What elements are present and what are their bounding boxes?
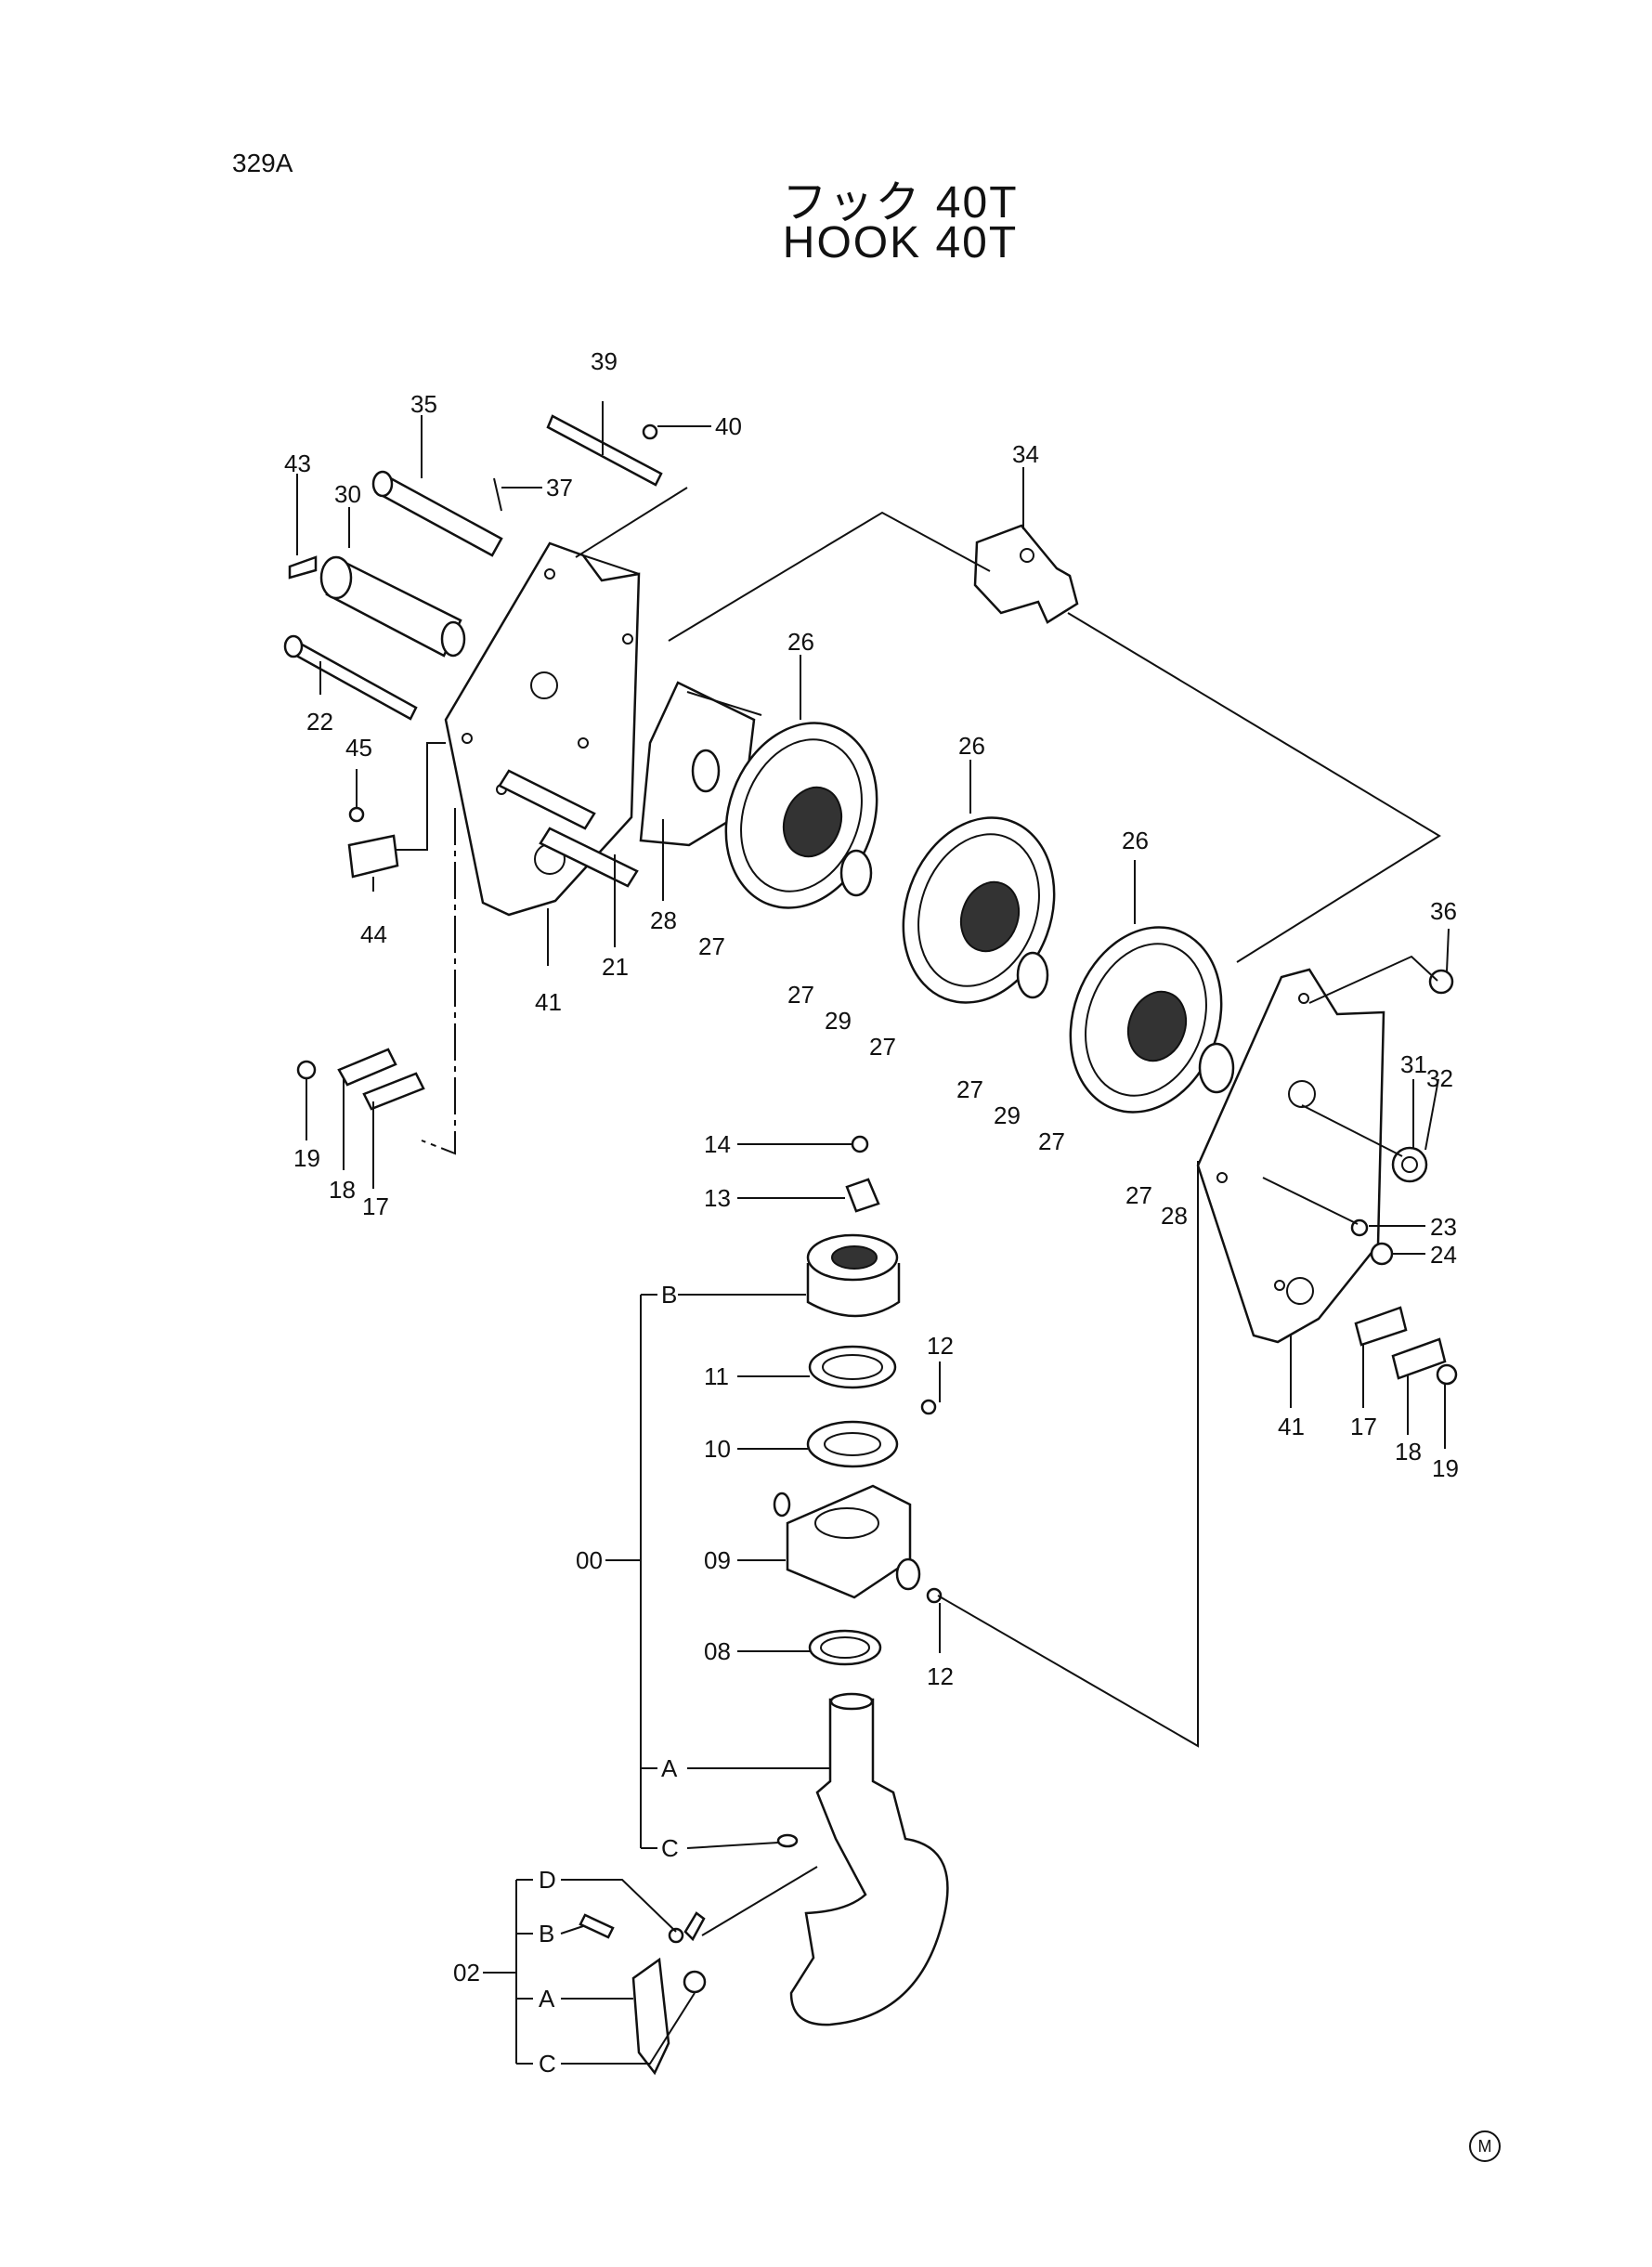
callout-09: 09 (704, 1546, 731, 1574)
callout-12-top: 12 (927, 1332, 954, 1360)
callout-26-a: 26 (787, 628, 814, 656)
callout-28-right: 28 (1161, 1202, 1188, 1230)
callout-35: 35 (410, 390, 437, 418)
callout-30: 30 (334, 480, 361, 508)
callout-02-D: D (539, 1866, 556, 1894)
callout-34: 34 (1012, 440, 1039, 468)
callout-02: 02 (453, 1959, 480, 1987)
hook-stack (773, 1135, 949, 2026)
callout-10: 10 (704, 1435, 731, 1463)
callout-21: 21 (602, 953, 629, 981)
callout-22: 22 (306, 708, 333, 736)
callout-39: 39 (591, 347, 618, 375)
callout-43: 43 (284, 449, 311, 477)
callout-27-c: 27 (869, 1033, 896, 1061)
pins-and-bolts-left (283, 414, 663, 888)
sheave-1 (691, 722, 878, 909)
callout-26-c: 26 (1122, 827, 1149, 854)
callout-41-right: 41 (1278, 1413, 1305, 1440)
callout-27-d: 27 (956, 1075, 983, 1103)
leader-lines (296, 401, 1450, 2065)
page-number: 329A (232, 149, 293, 177)
callout-B: B (661, 1281, 677, 1309)
callout-23: 23 (1430, 1213, 1457, 1241)
callout-17-right: 17 (1350, 1413, 1377, 1440)
circled-m-mark: M (1469, 2130, 1501, 2162)
callout-12-bottom: 12 (927, 1662, 954, 1690)
callout-13: 13 (704, 1184, 731, 1212)
callout-A: A (661, 1754, 678, 1782)
callout-27-a: 27 (698, 932, 725, 960)
callout-45: 45 (345, 734, 372, 762)
sheave-3 (1016, 926, 1235, 1114)
callout-37: 37 (546, 474, 573, 502)
callout-36: 36 (1430, 897, 1457, 925)
right-side-plate (1196, 968, 1454, 1344)
callout-44: 44 (360, 920, 387, 948)
callout-C: C (661, 1834, 679, 1862)
page-title-english: HOOK 40T (782, 218, 1019, 267)
callout-27-f: 27 (1125, 1181, 1152, 1209)
callout-02-A: A (539, 1985, 555, 2013)
callout-28-left: 28 (650, 906, 677, 934)
callout-labels: 39 40 35 37 43 30 34 22 45 44 21 41 28 2… (284, 347, 1459, 2078)
lock-plates-right (1354, 1306, 1458, 1386)
callout-02-B: B (539, 1920, 554, 1948)
bracket-34 (973, 524, 1079, 624)
callout-41-left: 41 (535, 988, 562, 1016)
callout-26-b: 26 (958, 732, 985, 760)
callout-17-left: 17 (362, 1192, 389, 1220)
callout-18-right: 18 (1395, 1438, 1422, 1466)
callout-24: 24 (1430, 1241, 1457, 1269)
callout-00: 00 (576, 1546, 603, 1574)
callout-14: 14 (704, 1130, 731, 1158)
callout-32: 32 (1426, 1064, 1453, 1092)
callout-40: 40 (715, 412, 742, 440)
callout-02-C: C (539, 2050, 556, 2078)
callout-11: 11 (704, 1362, 729, 1390)
callout-31: 31 (1400, 1050, 1427, 1078)
callout-27-b: 27 (787, 981, 814, 1009)
lock-plates-left (296, 1048, 425, 1111)
callout-19-right: 19 (1432, 1454, 1459, 1482)
sheave-2 (839, 816, 1056, 1004)
callout-08: 08 (704, 1637, 731, 1665)
callout-29-b: 29 (994, 1101, 1021, 1129)
callout-18-left: 18 (329, 1176, 356, 1204)
page-title-japanese: フック 40T (782, 178, 1019, 228)
callout-29-a: 29 (825, 1007, 852, 1035)
latch-assembly-02 (579, 1911, 707, 2076)
callout-27-e: 27 (1038, 1127, 1065, 1155)
callout-19-left: 19 (293, 1144, 320, 1172)
